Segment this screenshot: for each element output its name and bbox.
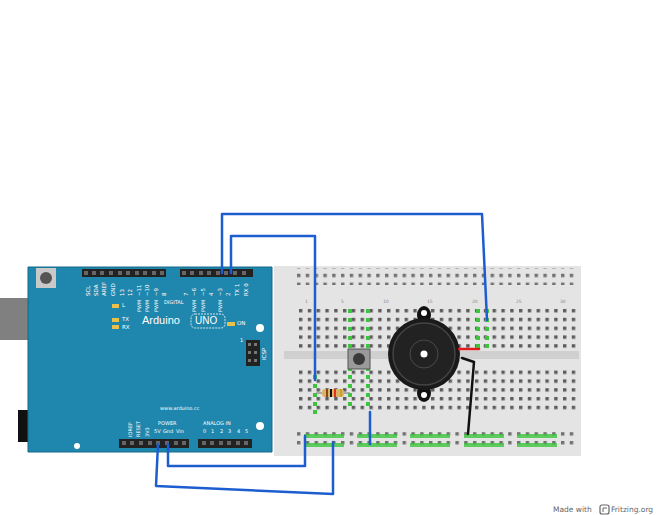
board-name: Arduino — [142, 315, 180, 326]
usb-port — [0, 298, 32, 340]
board-url: www.arduino.cc — [160, 406, 199, 411]
pin-label: ~10 — [145, 284, 151, 296]
buzzer-lead — [459, 348, 479, 351]
pin-label: Gnd — [163, 429, 173, 434]
pin-label: 13 — [120, 289, 126, 296]
pwm-label: PWM — [201, 300, 206, 312]
column-number: 15 — [427, 300, 433, 305]
column-number: 5 — [341, 300, 344, 305]
led-label: ON — [237, 321, 245, 327]
pin-label: ~5 — [201, 288, 207, 296]
column-number: 1 — [305, 300, 308, 305]
pin-header — [82, 269, 166, 277]
column-number: 30 — [560, 300, 566, 305]
pwm-label: PWM — [145, 300, 150, 312]
breadboard — [274, 266, 581, 456]
fritzing-logo — [600, 505, 609, 514]
pin-label: SCL — [86, 286, 92, 296]
pin-label: AREF — [102, 282, 108, 296]
pin-label: ~9 — [154, 288, 160, 296]
pin-label: Vin — [176, 429, 184, 434]
header-label: POWER — [158, 421, 177, 426]
pin-label: 2 — [220, 429, 223, 434]
pin-label: ~11 — [137, 284, 143, 296]
wire — [369, 412, 372, 444]
pwm-label: PWM — [137, 300, 142, 312]
pin-label: 4 — [209, 293, 215, 297]
push-button — [348, 349, 370, 369]
pin-label: 1 — [211, 429, 214, 434]
led-label: RX — [122, 325, 130, 331]
pin-label: 12 — [128, 289, 134, 296]
pin-label: SDA — [94, 285, 100, 296]
pin-label: 3 — [228, 429, 231, 434]
led-label: L — [122, 303, 125, 309]
pin-label: RESET — [136, 421, 141, 437]
pin-label: 2 — [226, 293, 232, 297]
icsp-header — [246, 340, 260, 366]
buzzer-lead — [462, 358, 474, 434]
pin-label: RX 0 — [244, 283, 250, 296]
wire — [168, 436, 305, 466]
pin-label: ~3 — [218, 288, 224, 296]
pwm-label: PWM — [218, 300, 223, 312]
reset-button — [36, 268, 56, 288]
pin-label: 0 — [203, 429, 206, 434]
pin-label: 1 — [240, 338, 243, 343]
header-label: DIGITAL — [164, 300, 184, 305]
pin-header — [180, 269, 253, 277]
wire — [222, 214, 487, 320]
column-number: 10 — [383, 300, 389, 305]
pwm-label: PWM — [192, 300, 197, 312]
watermark: Fritzing.org — [611, 506, 653, 514]
pin-label: ~6 — [192, 288, 198, 296]
pin-label: 3V3 — [145, 427, 150, 437]
header-label: ANALOG IN — [203, 421, 231, 426]
board-model: UNO — [195, 316, 217, 326]
pwm-label: PWM — [154, 300, 159, 312]
pin-label: 4 — [237, 429, 240, 434]
led-label: TX — [122, 317, 129, 323]
pin-header — [198, 439, 252, 448]
pin-label: IOREF — [128, 422, 133, 437]
pin-label: GND — [111, 283, 117, 296]
wire — [156, 442, 333, 494]
pin-label: 5 — [245, 429, 248, 434]
pin-label: 5V — [154, 429, 161, 434]
pin-label: 8 — [162, 293, 168, 297]
column-number: 25 — [516, 300, 522, 305]
watermark: Made with — [553, 506, 592, 514]
column-number: 20 — [472, 300, 478, 305]
resistor-symbol — [322, 389, 344, 397]
pin-header — [119, 439, 189, 448]
pin-label: 7 — [184, 293, 190, 297]
pin-label: TX 1 — [235, 284, 241, 296]
header-label: ICSP — [262, 348, 268, 360]
wire — [231, 236, 315, 380]
piezo-buzzer — [388, 306, 460, 402]
arduino-board — [28, 267, 272, 452]
